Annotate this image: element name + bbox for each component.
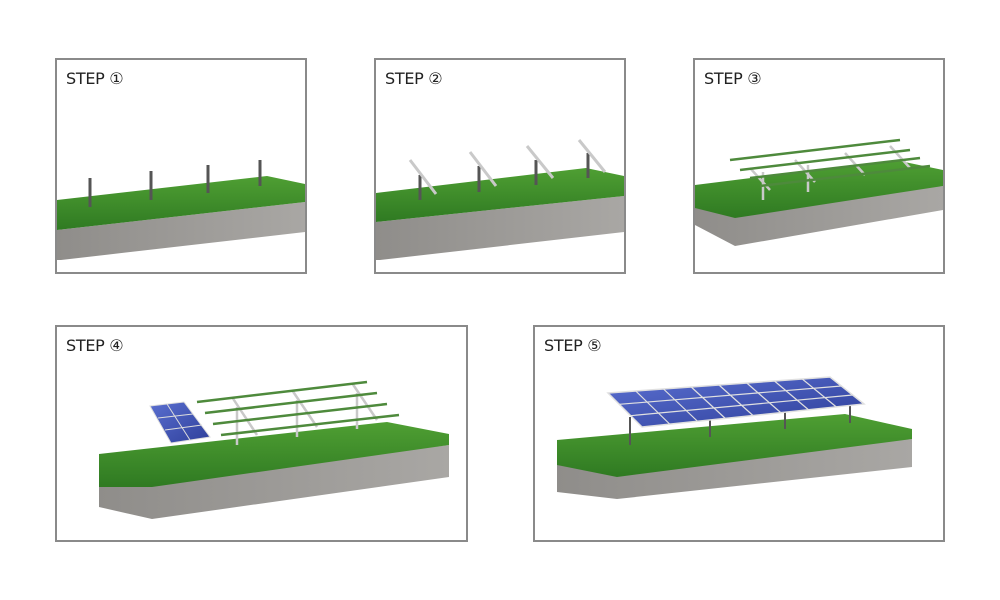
panel-grid-line — [635, 390, 671, 425]
step-5-panel: STEP ⑤ — [533, 325, 945, 542]
step-5-illustration — [557, 376, 912, 499]
step-1-label: STEP ① — [66, 69, 124, 88]
step-2-illustration — [376, 139, 624, 260]
panel-grid-line — [619, 385, 842, 405]
panel-grid-line — [746, 382, 782, 414]
step-5-label: STEP ⑤ — [544, 336, 602, 355]
step-4-illustration — [99, 380, 449, 519]
step-3-illustration — [695, 138, 943, 246]
panel-grid-line — [630, 394, 853, 417]
panel-grid-line — [718, 384, 754, 416]
step-4-label: STEP ④ — [66, 336, 124, 355]
step-3-panel: STEP ③ — [693, 58, 945, 274]
panel-grid-line — [690, 386, 726, 419]
step-2-label: STEP ② — [385, 69, 443, 88]
step-3-label: STEP ③ — [704, 69, 762, 88]
step-4-panel: STEP ④ — [55, 325, 468, 542]
panel-grid-line — [801, 378, 837, 408]
solar-panels — [149, 401, 211, 444]
panel-grid-line — [663, 388, 698, 422]
panel-grid-line — [774, 380, 809, 411]
step-2-panel: STEP ② — [374, 58, 626, 274]
step-1-panel: STEP ① — [55, 58, 307, 274]
step-1-illustration — [57, 160, 305, 260]
